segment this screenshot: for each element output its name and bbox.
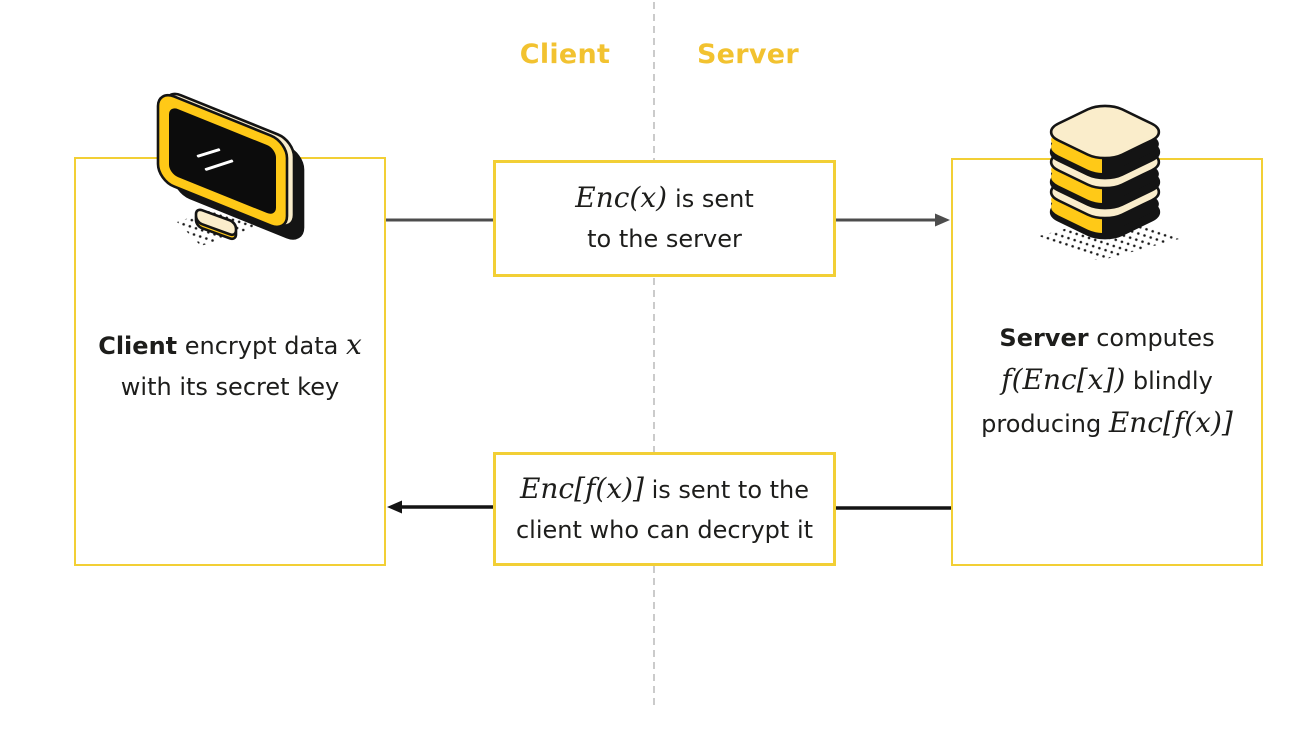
connector-server-to-bottom-message xyxy=(836,506,951,510)
client-panel-text-line1: Client encrypt data x xyxy=(76,324,384,367)
client-panel-math-x: x xyxy=(345,328,362,361)
server-panel-text-line1: Server computes xyxy=(953,318,1261,359)
client-column-label: Client xyxy=(519,39,611,70)
screen-reflection-lines xyxy=(196,148,234,171)
arrowhead-left-icon xyxy=(387,500,402,514)
server-panel-text-line3: producing Enc[f(x)] xyxy=(953,402,1261,445)
server-panel-bold-word: Server xyxy=(999,324,1089,352)
message-bottom-line1: Enc[f(x)] is sent to the xyxy=(496,469,833,510)
database-slab-top xyxy=(1041,101,1169,183)
server-panel-math-fencx: f(Enc[x]) xyxy=(1001,363,1126,396)
client-server-divider xyxy=(653,2,655,707)
message-top-line1: Enc(x)is sent xyxy=(496,178,833,219)
arrow-bottom-message-to-client xyxy=(387,500,493,514)
server-column-label: Server xyxy=(696,39,800,70)
monitor-body xyxy=(158,86,303,244)
message-bottom-text: is sent to the xyxy=(643,475,810,504)
monitor-icon xyxy=(136,70,314,246)
message-bottom-math: Enc[f(x)] xyxy=(519,471,644,505)
server-panel-text2: blindly xyxy=(1125,367,1213,395)
server-panel-text-line2: f(Enc[x]) blindly xyxy=(953,359,1261,402)
client-panel-text: encrypt data xyxy=(177,332,346,360)
server-panel-text1: computes xyxy=(1088,324,1215,352)
client-panel-text-line2: with its secret key xyxy=(120,373,340,401)
message-top-line2: to the server xyxy=(587,225,742,253)
message-enc-sent-box: Enc(x)is sent to the server xyxy=(493,160,836,277)
message-top-math: Enc(x) xyxy=(575,181,668,214)
message-top-text: is sent xyxy=(675,185,754,213)
arrowhead-right-icon xyxy=(935,213,950,227)
server-panel-math-encfx: Enc[f(x)] xyxy=(1108,406,1233,439)
connector-client-to-top-message xyxy=(386,218,493,222)
server-panel-text3: producing xyxy=(981,410,1109,438)
database-stack-icon xyxy=(1039,92,1179,261)
client-panel-bold-word: Client xyxy=(98,332,178,360)
monitor-stand xyxy=(196,208,236,241)
message-bottom-line2: client who can decrypt it xyxy=(515,515,814,544)
arrow-top-message-to-server xyxy=(836,213,950,227)
message-result-sent-box: Enc[f(x)] is sent to the client who can … xyxy=(493,452,836,566)
monitor-screen xyxy=(169,108,276,214)
